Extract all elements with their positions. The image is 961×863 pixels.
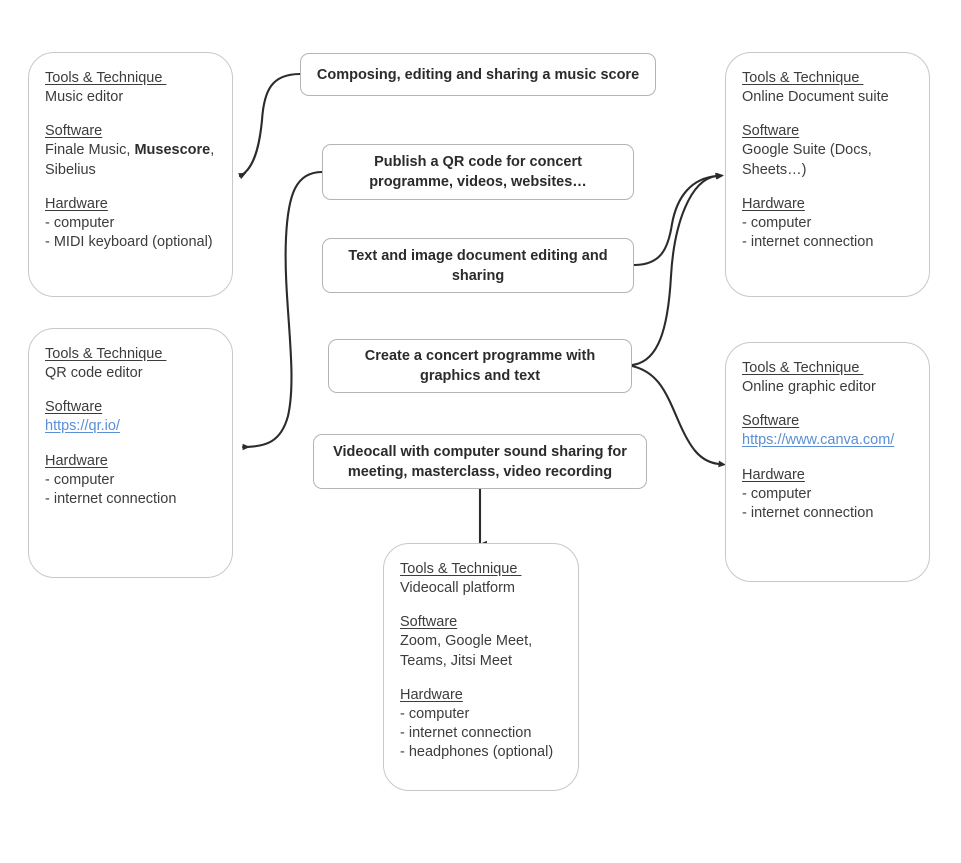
resource-card-document-suite: Tools & Technique Online Document suite … [725, 52, 930, 297]
hardware-item: - headphones (optional) [400, 744, 554, 760]
software-value-line-1: Finale Music, Musescore, [45, 141, 218, 160]
hardware-item: - computer [742, 485, 812, 502]
connector-document-to-document-suite [632, 172, 724, 267]
spacer [742, 397, 915, 412]
spacer [45, 180, 218, 195]
hardware-item: - computer [45, 471, 115, 488]
software-label: Software [45, 123, 103, 140]
hardware-label: Hardware [45, 195, 108, 212]
hardware-item: - computer [742, 214, 812, 231]
software-value-line-2: Teams, Jitsi Meet [400, 652, 512, 669]
spacer [45, 437, 218, 452]
spacer [400, 598, 564, 613]
connector-composing-to-music-editor [238, 72, 302, 180]
hardware-item: - internet connection [742, 233, 874, 250]
connector-qr-to-qr-editor [241, 170, 324, 451]
hardware-label: Hardware [742, 195, 805, 212]
hardware-item: - internet connection [400, 724, 532, 741]
tools-technique-value: Music editor [45, 89, 124, 106]
tools-technique-value: QR code editor [45, 365, 143, 382]
hardware-item: - MIDI keyboard (optional) [45, 233, 213, 250]
resource-card-music-editor: Tools & Technique Music editor Software … [28, 52, 233, 297]
hardware-label: Hardware [45, 452, 108, 469]
software-text-part-2: , [210, 142, 215, 159]
spacer [742, 180, 915, 195]
spacer [45, 107, 218, 122]
tools-technique-label: Tools & Technique [45, 70, 167, 86]
software-text-bold: Musescore [134, 142, 211, 159]
spacer [400, 671, 564, 686]
software-label: Software [742, 123, 800, 140]
hardware-item: - internet connection [45, 490, 177, 507]
hardware-item: - computer [400, 705, 470, 722]
software-label: Software [45, 399, 103, 416]
tools-technique-value: Online graphic editor [742, 379, 876, 396]
spacer [45, 383, 218, 398]
hardware-label: Hardware [742, 466, 805, 483]
task-box-publish-qr[interactable]: Publish a QR code for concert programme,… [322, 144, 634, 200]
task-box-text-image-document[interactable]: Text and image document editing and shar… [322, 238, 634, 293]
software-link-qr-io[interactable]: https://qr.io/ [45, 418, 120, 435]
resource-card-videocall-platform: Tools & Technique Videocall platform Sof… [383, 543, 579, 791]
connector-programme-to-document-suite [630, 172, 723, 367]
software-text-part-1: Finale Music, [45, 142, 135, 159]
tools-technique-label: Tools & Technique [742, 70, 864, 86]
spacer [742, 451, 915, 466]
software-value-line-2: Sibelius [45, 161, 96, 178]
software-value-line-1: Zoom, Google Meet, [400, 633, 533, 650]
task-box-concert-programme[interactable]: Create a concert programme with graphics… [328, 339, 632, 393]
hardware-item: - computer [45, 214, 115, 231]
software-value-line-1: Google Suite (Docs, [742, 142, 872, 159]
spacer [742, 107, 915, 122]
software-label: Software [742, 413, 800, 430]
task-box-videocall[interactable]: Videocall with computer sound sharing fo… [313, 434, 647, 489]
software-value-line-2: Sheets…) [742, 161, 807, 178]
tools-technique-label: Tools & Technique [45, 346, 167, 362]
tools-technique-label: Tools & Technique [400, 561, 522, 577]
software-label: Software [400, 614, 458, 631]
hardware-item: - internet connection [742, 504, 874, 521]
hardware-label: Hardware [400, 686, 463, 703]
tools-technique-value: Videocall platform [400, 580, 515, 597]
resource-card-qr-editor: Tools & Technique QR code editor Softwar… [28, 328, 233, 578]
task-box-composing[interactable]: Composing, editing and sharing a music s… [300, 53, 656, 96]
tools-technique-label: Tools & Technique [742, 360, 864, 376]
tools-technique-value: Online Document suite [742, 89, 889, 106]
resource-card-graphic-editor: Tools & Technique Online graphic editor … [725, 342, 930, 582]
software-link-canva[interactable]: https://www.canva.com/ [742, 432, 895, 449]
